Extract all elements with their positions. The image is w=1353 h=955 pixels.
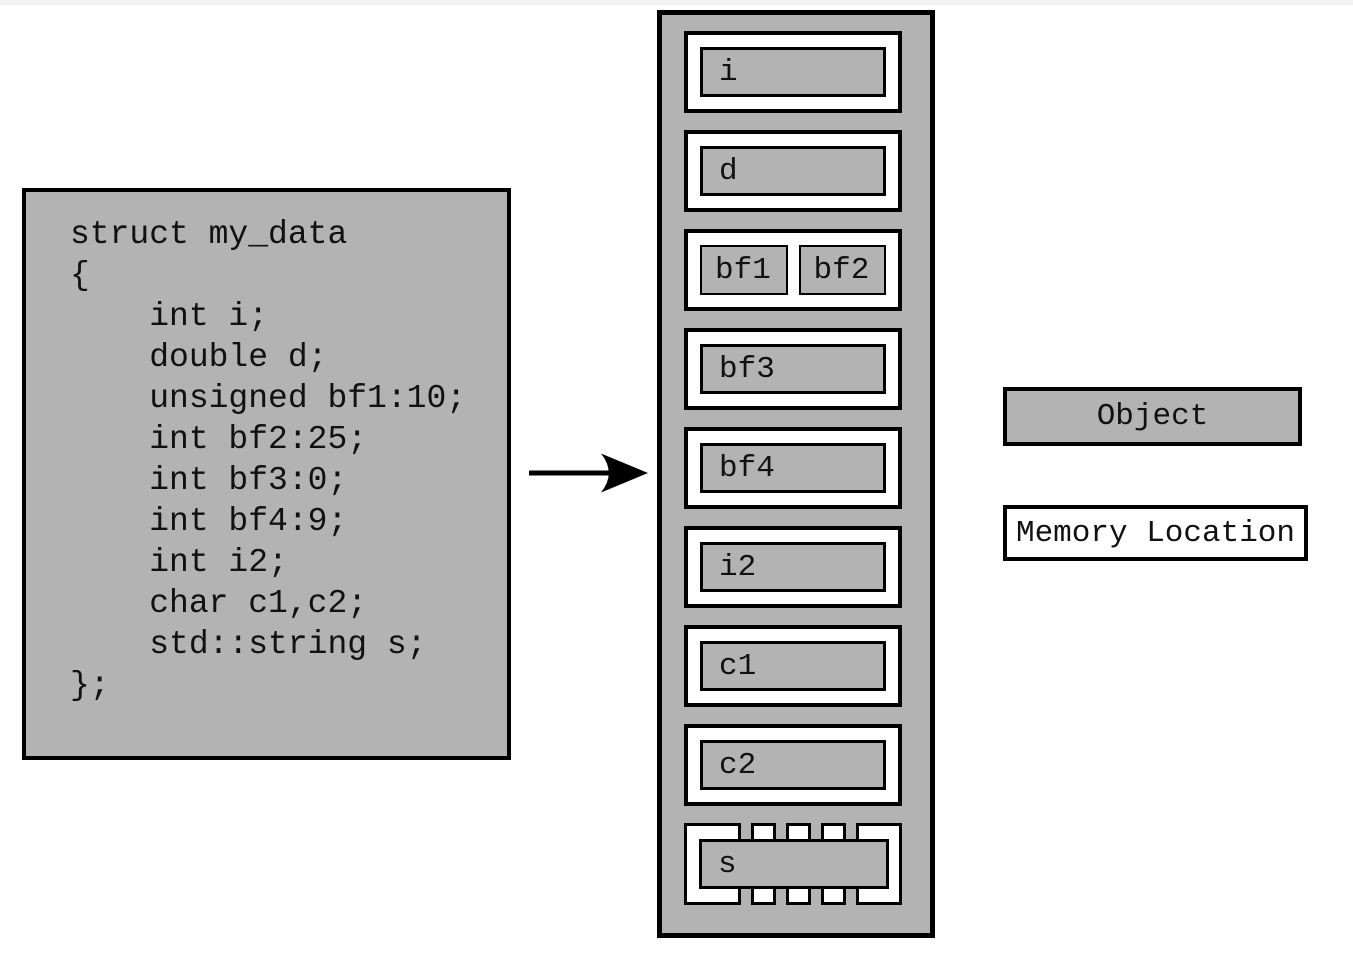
object-label: i bbox=[719, 54, 738, 90]
code-line: unsigned bf1:10; bbox=[70, 380, 467, 417]
object-box-s: s bbox=[699, 839, 889, 889]
memory-location-cell-i2: i2 bbox=[684, 526, 902, 608]
code-line: int bf2:25; bbox=[70, 421, 368, 458]
legend-memory-location-swatch: Memory Location bbox=[1003, 505, 1308, 561]
object-label: bf1 bbox=[715, 252, 771, 288]
memory-location-cell-i: i bbox=[684, 31, 902, 113]
object-box-bf4: bf4 bbox=[700, 443, 886, 493]
memory-location-cell-bf3: bf3 bbox=[684, 328, 902, 410]
code-line: int bf4:9; bbox=[70, 503, 348, 540]
dashed-border-top bbox=[684, 823, 902, 839]
struct-code-panel: struct my_data { int i; double d; unsign… bbox=[22, 188, 511, 760]
object-label: bf3 bbox=[719, 351, 775, 387]
object-box-d: d bbox=[700, 146, 886, 196]
object-label: d bbox=[719, 153, 738, 189]
object-box-c2: c2 bbox=[700, 740, 886, 790]
object-label: c2 bbox=[719, 747, 757, 783]
object-label: bf2 bbox=[813, 252, 870, 288]
memory-location-cell-bf1-bf2: bf1 bf2 bbox=[684, 229, 902, 311]
object-label: s bbox=[718, 846, 737, 882]
legend-memory-location-label: Memory Location bbox=[1015, 515, 1296, 551]
memory-location-cell-c2: c2 bbox=[684, 724, 902, 806]
code-line: int i; bbox=[70, 298, 269, 335]
memory-location-cell-s-dashed: s bbox=[684, 823, 902, 905]
code-line: char c1,c2; bbox=[70, 585, 368, 622]
code-line: struct my_data bbox=[70, 216, 348, 253]
code-line: double d; bbox=[70, 339, 328, 376]
top-edge-strip bbox=[0, 0, 1353, 5]
bitfield-row: bf1 bf2 bbox=[700, 245, 886, 295]
object-box-c1: c1 bbox=[700, 641, 886, 691]
arrow-right-icon bbox=[527, 449, 652, 499]
legend-object-swatch: Object bbox=[1003, 387, 1302, 446]
object-box-bf2: bf2 bbox=[798, 245, 886, 295]
code-line: int i2; bbox=[70, 544, 288, 581]
memory-location-cell-bf4: bf4 bbox=[684, 427, 902, 509]
object-label: bf4 bbox=[719, 450, 775, 486]
memory-location-cell-c1: c1 bbox=[684, 625, 902, 707]
memory-location-cell-d: d bbox=[684, 130, 902, 212]
dashed-border-bottom bbox=[684, 889, 902, 905]
object-label: c1 bbox=[719, 648, 757, 684]
object-box-bf3: bf3 bbox=[700, 344, 886, 394]
code-line: { bbox=[70, 257, 90, 294]
object-box-i2: i2 bbox=[700, 542, 886, 592]
object-label: i2 bbox=[719, 549, 757, 585]
code-line: int bf3:0; bbox=[70, 462, 348, 499]
object-box-bf1: bf1 bbox=[700, 245, 788, 295]
legend-object-label: Object bbox=[1096, 399, 1209, 434]
code-line: std::string s; bbox=[70, 626, 427, 663]
object-box-i: i bbox=[700, 47, 886, 97]
code-line: }; bbox=[70, 667, 110, 704]
memory-column: i d bf1 bf2 bf3 bf4 bbox=[657, 10, 935, 938]
